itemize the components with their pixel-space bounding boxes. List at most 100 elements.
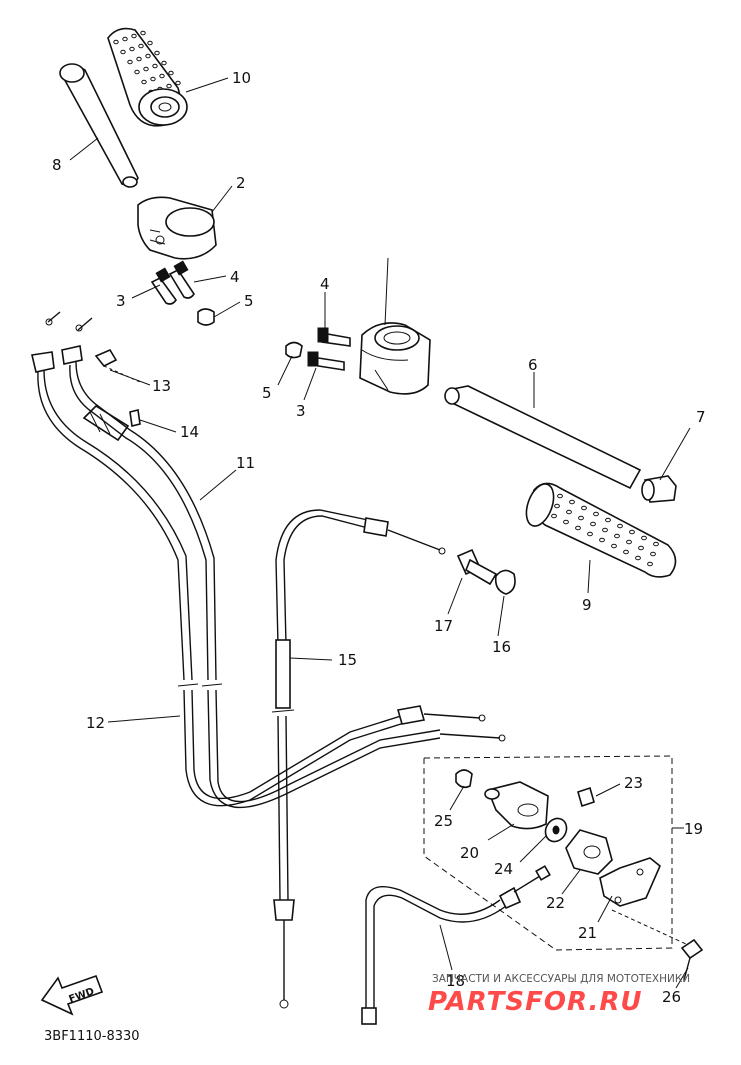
handlebar-holder-right xyxy=(359,257,431,395)
label-6: 6 xyxy=(528,356,538,374)
grip-texture-dot xyxy=(575,525,581,531)
bolt-26 xyxy=(611,909,704,981)
grip-texture-dot xyxy=(611,543,617,549)
grip-texture-dot xyxy=(145,53,151,59)
grip-texture-dot xyxy=(161,60,167,66)
label-3b: 3 xyxy=(296,402,306,420)
label-21: 21 xyxy=(578,924,597,942)
start-cable xyxy=(361,865,551,1025)
label-3a: 3 xyxy=(116,292,126,310)
leader-lines xyxy=(69,77,691,989)
grip-texture-dot xyxy=(175,80,181,86)
grip-texture-dot xyxy=(614,533,620,539)
grip-texture-dot xyxy=(569,499,575,505)
drawing-code: 3BF1110-8330 xyxy=(44,1029,140,1044)
grip-texture-dot xyxy=(150,76,156,82)
label-7: 7 xyxy=(696,408,706,426)
grip-texture-dot xyxy=(602,527,608,533)
label-5a: 5 xyxy=(244,292,254,310)
part-labels: 10 8 2 4 3 5 4 5 3 13 14 11 6 7 9 17 16 … xyxy=(52,69,706,1006)
grip-texture-dot xyxy=(138,43,144,49)
label-25: 25 xyxy=(434,812,453,830)
label-18: 18 xyxy=(446,972,465,990)
clutch-cable xyxy=(271,509,446,1009)
handlebar-right-tube xyxy=(444,385,642,490)
label-17: 17 xyxy=(434,617,453,635)
grip-texture-dot xyxy=(122,36,128,42)
grip-texture-dot xyxy=(140,30,146,36)
throttle-grip xyxy=(107,27,188,127)
grip-texture-dot xyxy=(578,515,584,521)
label-10: 10 xyxy=(232,69,251,87)
grip-texture-dot xyxy=(147,40,153,46)
grip-texture-dot xyxy=(166,83,172,89)
grip-texture-dot xyxy=(551,513,557,519)
grip-texture-dot xyxy=(131,33,137,39)
grip-texture-dot xyxy=(593,511,599,517)
bolts-right xyxy=(285,327,351,371)
grip-texture-dot xyxy=(605,517,611,523)
label-26: 26 xyxy=(662,988,681,1006)
grip-texture-dot xyxy=(120,49,126,55)
grip-texture-dot xyxy=(129,46,135,52)
grip-texture-dot xyxy=(650,551,656,557)
throttle-cables xyxy=(31,311,506,809)
grip-texture-dot xyxy=(617,523,623,529)
label-14: 14 xyxy=(180,423,199,441)
grip-texture-dot xyxy=(143,66,149,72)
watermark-tagline: ЗАПЧАСТИ И АКСЕССУАРЫ ДЛЯ МОТОТЕХНИКИ xyxy=(432,973,690,985)
label-24: 24 xyxy=(494,860,513,878)
watermark-logo: PARTSFOR.RU xyxy=(428,987,642,1017)
label-9: 9 xyxy=(582,596,592,614)
grip-texture-dot xyxy=(629,529,635,535)
label-2: 2 xyxy=(236,174,246,192)
handlebar-left-tube xyxy=(59,63,139,188)
grip-texture-dot xyxy=(554,503,560,509)
label-20: 20 xyxy=(460,844,479,862)
grip-texture-dot xyxy=(647,561,653,567)
grip-texture-dot xyxy=(635,555,641,561)
grip-texture-dot xyxy=(557,493,563,499)
grip-texture-dot xyxy=(590,521,596,527)
label-19: 19 xyxy=(684,820,703,838)
label-23: 23 xyxy=(624,774,643,792)
grip-texture-dot xyxy=(134,69,140,75)
grip-texture-dot xyxy=(563,519,569,525)
grip-texture-dot xyxy=(113,39,119,45)
grip-texture-dot xyxy=(581,505,587,511)
grip-texture-dot xyxy=(141,79,147,85)
grip-texture-dot xyxy=(168,70,174,76)
grip-texture-dot xyxy=(623,549,629,555)
grip-texture-dot xyxy=(152,63,158,69)
label-4a: 4 xyxy=(230,268,240,286)
grip-texture-dot xyxy=(587,531,593,537)
label-4b: 4 xyxy=(320,275,330,293)
bolts-left xyxy=(150,260,215,326)
watermark: ЗАПЧАСТИ И АКСЕССУАРЫ ДЛЯ МОТОТЕХНИКИ PA… xyxy=(428,973,690,1017)
label-13: 13 xyxy=(152,377,171,395)
grip-texture-dot xyxy=(641,535,647,541)
label-8: 8 xyxy=(52,156,62,174)
grip-texture-dot xyxy=(653,541,659,547)
grip-texture-dot xyxy=(136,56,142,62)
label-15: 15 xyxy=(338,651,357,669)
grip-texture-dot xyxy=(159,73,165,79)
label-5b: 5 xyxy=(262,384,272,402)
grip-texture-dot xyxy=(638,545,644,551)
switch-assembly xyxy=(455,769,661,907)
label-22: 22 xyxy=(546,894,565,912)
grip-texture-dot xyxy=(566,509,572,515)
cable-adjuster xyxy=(456,548,516,595)
label-11: 11 xyxy=(236,454,255,472)
grip-texture-dot xyxy=(127,59,133,65)
grip-texture-dot xyxy=(626,539,632,545)
handlebar-holder-left xyxy=(137,196,217,260)
forward-arrow: FWD xyxy=(40,974,104,1016)
grip-texture-dot xyxy=(599,537,605,543)
bar-end xyxy=(641,475,677,503)
label-16: 16 xyxy=(492,638,511,656)
grip-texture-dot xyxy=(154,50,160,56)
assembly-bracket-outline xyxy=(423,755,673,951)
label-12: 12 xyxy=(86,714,105,732)
